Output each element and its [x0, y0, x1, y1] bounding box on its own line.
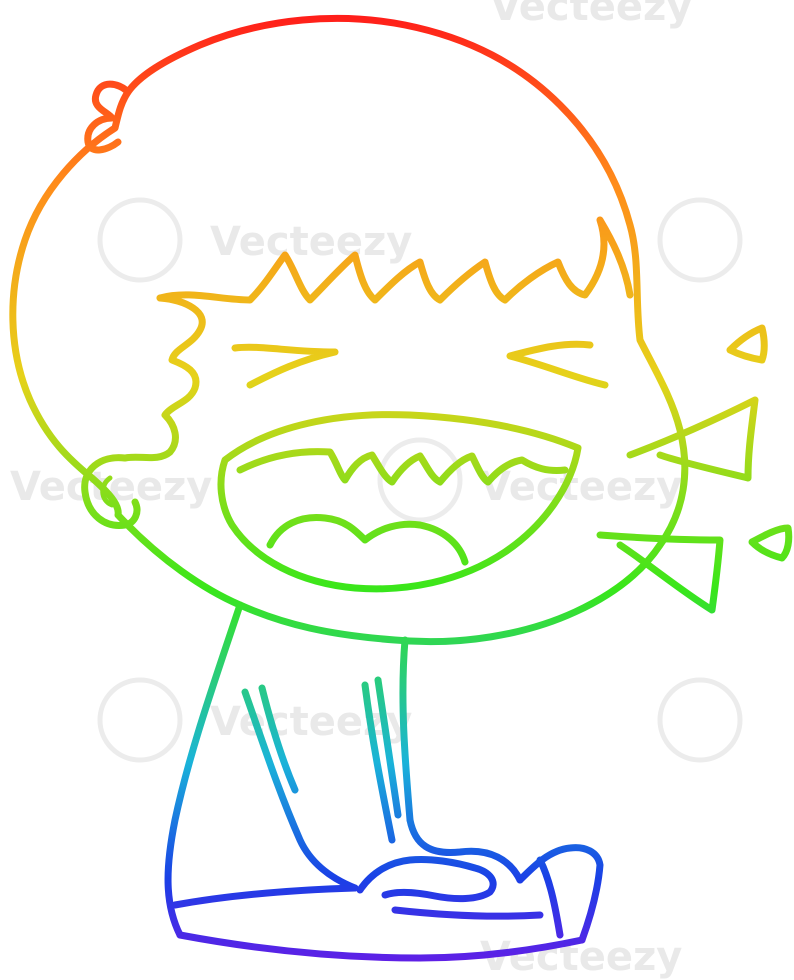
hair-tuft	[84, 80, 132, 154]
squinting-eyes	[231, 340, 609, 389]
head-outline	[9, 14, 689, 646]
tongue	[266, 513, 469, 566]
shouting-mouth	[217, 411, 582, 593]
ear	[81, 454, 141, 529]
sitting-body	[164, 601, 604, 962]
upper-teeth	[236, 448, 569, 486]
sideburn	[121, 294, 206, 462]
arm-line	[241, 688, 359, 892]
torso-right	[399, 636, 414, 824]
watermark-text: Vecteezy	[490, 0, 692, 30]
arm-line-2	[258, 684, 299, 794]
inner-arm-2	[374, 676, 402, 819]
shout-upper	[626, 396, 759, 482]
shout-lower	[596, 531, 724, 614]
torso-left	[164, 601, 244, 939]
shout-lines	[596, 324, 793, 614]
sole	[536, 856, 564, 939]
inner-arm	[361, 681, 396, 844]
ear-inner	[100, 475, 115, 508]
watermark-mark	[97, 197, 743, 763]
left-eye	[231, 343, 339, 389]
watermark-layer: Vecteezy Vecteezy Vecteezy Vecteezy Vect…	[10, 0, 743, 980]
knee	[406, 816, 524, 884]
right-eye	[506, 340, 609, 389]
droplet-lower	[748, 524, 793, 562]
cartoon-figure	[9, 14, 793, 962]
lap-line	[171, 884, 544, 920]
mouth-outline	[217, 411, 582, 593]
leg-bottom	[176, 931, 586, 962]
hands	[356, 856, 497, 903]
watermark-text: Vecteezy	[210, 219, 412, 265]
watermark-text: Vecteezy	[480, 464, 682, 510]
hair-fringe	[156, 216, 634, 304]
droplet-upper	[726, 324, 768, 364]
foot	[516, 844, 604, 944]
